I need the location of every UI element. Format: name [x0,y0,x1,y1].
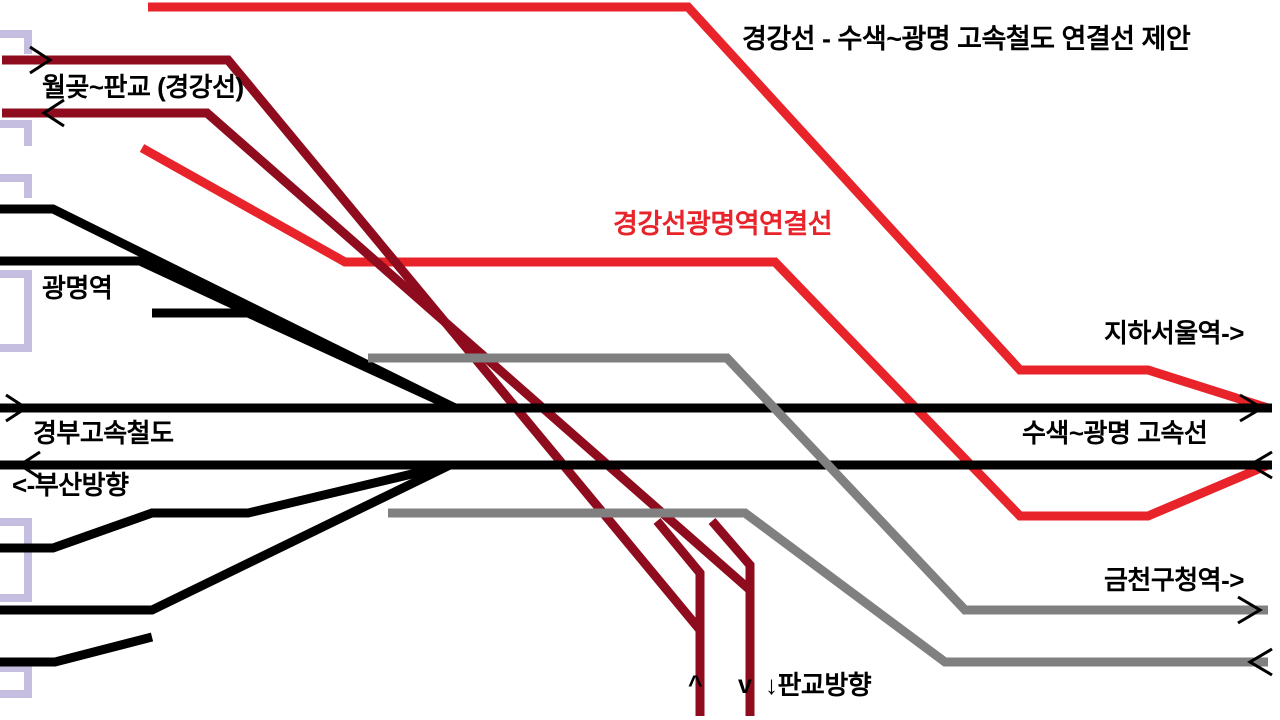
label-susaek-gwangmyeong-hsr: 수색~광명 고속선 [1022,418,1208,448]
geumcheongu-line-up-track [368,353,1268,615]
connector-red-north-line [148,2,1270,413]
gwangmyeong-siding-4-track [0,632,154,667]
label-geumcheongu-station: 금천구청역-> [1104,565,1244,595]
diagram-title: 경강선 - 수색~광명 고속철도 연결선 제안 [742,24,1191,54]
wolgot-pangyo-gyeonggang-line-group [2,55,755,716]
label-gwangmyeong-station: 광명역 [42,273,113,303]
platform-marker-2 [0,120,32,146]
arrow-gyeongbu-down-left-icon [17,450,41,480]
label-jihaseoul-station: 지하서울역-> [1104,318,1244,348]
gyeongbu-hsr-mainline-group [0,403,1272,470]
arrow-gyeongbu-down-right-icon [1247,450,1273,480]
arrow-gyeongbu-up-left-icon [5,393,29,423]
gyeonggang-vertical-tails [653,518,755,716]
gyeonggang-line-down-track [2,108,755,716]
gyeonggang-gwangmyeong-connector-group [139,2,1270,521]
label-gyeongbu-hsr: 경부고속철도 [33,418,174,448]
platform-marker-3 [0,174,32,198]
geumcheongu-line-down-track [388,508,1268,667]
label-gyeonggang-gwangmyeong-connector: 경강선광명역연결선 [613,209,833,239]
arrow-gyeonggang-down-left-icon [41,98,65,128]
gwangmyeong-siding-3-track [0,460,452,553]
platform-markers [0,30,32,698]
arrow-geumcheongu-up-right-icon [1237,595,1263,625]
gyeonggang-down-vertical-tail [708,518,755,716]
platform-marker-4 [0,270,32,352]
gyeonggang-line-up-track [2,55,705,716]
platform-marker-6 [0,664,32,698]
down-arrow-icon: v [738,671,752,699]
platform-marker-1 [0,30,32,54]
label-wolgot-pangyo-gyeonggang: 월곶~판교 (경강선) [42,72,244,102]
arrow-geumcheongu-down-right-icon [1247,647,1273,677]
label-busan-direction: <-부산방향 [12,470,129,500]
arrow-gyeonggang-up-left-icon [29,45,53,75]
endpoint-arrowheads [5,45,1273,677]
gwangmyeong-stub-b-track [0,460,452,615]
gwangmyeong-stub-a-track [152,308,457,413]
connector-red-south-line [139,144,1270,521]
platform-marker-5 [0,518,32,602]
gyeonggang-up-vertical-tail [653,518,705,716]
geumcheongu-connector-group [368,353,1268,667]
up-arrow-icon: ^ [688,671,703,699]
arrow-gyeongbu-up-right-icon [1239,393,1265,423]
gwangmyeong-station-sidings [0,204,457,667]
label-pangyo-direction: ↓판교방향 [765,670,872,700]
